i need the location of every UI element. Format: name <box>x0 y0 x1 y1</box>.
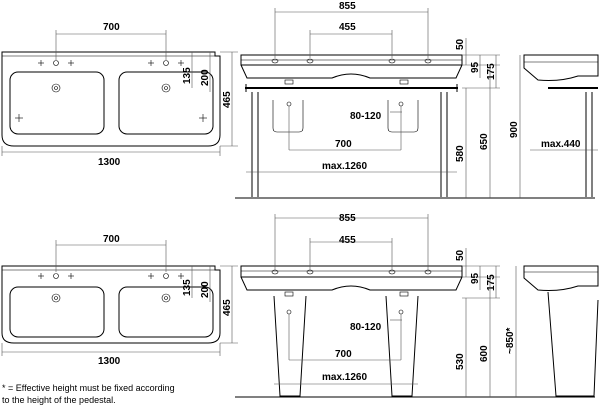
side-view-2 <box>523 265 599 397</box>
footnote: * = Effective height must be fixed accor… <box>2 383 175 405</box>
top2-dim-700: 700 <box>103 234 120 245</box>
front1-dim-650: 650 <box>479 133 490 150</box>
front-view-1: 855 455 80-120 700 max.1260 50 95 175 58… <box>235 1 595 199</box>
front1-dim-700: 700 <box>335 139 352 150</box>
top2-dim-135: 135 <box>182 279 193 296</box>
front1-dim-95: 95 <box>470 61 481 73</box>
top1-dim-700: 700 <box>103 22 120 33</box>
front2-dim-850: ~850* <box>505 327 516 354</box>
top1-dim-200: 200 <box>200 69 211 86</box>
front2-dim-700: 700 <box>335 349 352 360</box>
top2-dim-1300: 1300 <box>98 356 121 367</box>
top2-dim-200: 200 <box>200 281 211 298</box>
front1-dim-80-120: 80-120 <box>350 111 382 122</box>
front1-dim-900: 900 <box>509 121 520 138</box>
front1-dim-455: 455 <box>339 22 356 33</box>
front2-dim-600: 600 <box>479 345 490 362</box>
side1-dim-max440: max.440 <box>541 139 581 150</box>
footnote-line-2: to the height of the pedestal. <box>2 395 116 405</box>
front2-dim-175: 175 <box>486 274 497 291</box>
side-view-1: max.440 <box>523 54 599 197</box>
front2-dim-530: 530 <box>455 353 466 370</box>
front2-dim-max1260: max.1260 <box>322 372 367 383</box>
front1-dim-max1260: max.1260 <box>322 161 367 172</box>
footnote-line-1: * = Effective height must be fixed accor… <box>2 383 175 393</box>
front-view-2: 855 455 80-120 700 max.1260 50 95 175 53… <box>235 213 595 398</box>
front2-dim-855: 855 <box>339 213 356 224</box>
top1-dim-135: 135 <box>182 67 193 84</box>
top2-dim-465: 465 <box>222 299 233 316</box>
top-view-2: 700 1300 135 200 465 <box>1 234 238 367</box>
front2-dim-50: 50 <box>455 249 466 261</box>
front2-dim-80-120: 80-120 <box>350 322 382 333</box>
top-view-1: 700 1300 135 200 465 <box>1 22 238 168</box>
front2-dim-95: 95 <box>470 272 481 284</box>
front1-dim-580: 580 <box>455 145 466 162</box>
top1-dim-465: 465 <box>222 91 233 108</box>
top1-dim-1300: 1300 <box>98 157 121 168</box>
front1-dim-855: 855 <box>339 1 356 12</box>
front1-dim-175: 175 <box>486 63 497 80</box>
front2-dim-455: 455 <box>339 235 356 246</box>
front1-dim-50: 50 <box>455 38 466 50</box>
